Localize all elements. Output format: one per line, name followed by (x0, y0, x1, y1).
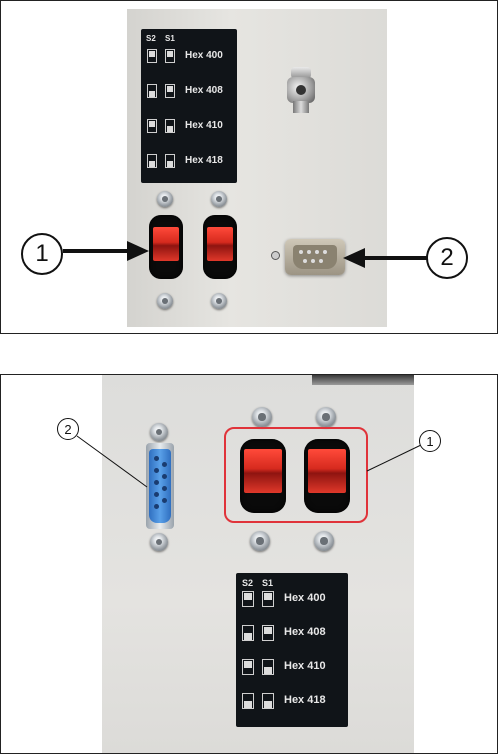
top-figure-frame: S2 S1 Hex 400 Hex 408 Hex 410 Hex 418 (0, 0, 498, 334)
leader-2 (77, 436, 147, 487)
arrow-1-head (127, 241, 149, 261)
leader-1 (367, 445, 421, 471)
callout-2: 2 (426, 237, 468, 279)
callout-1: 1 (419, 430, 441, 452)
arrow-2-head (343, 248, 365, 268)
bottom-figure-frame: S2 S1 Hex 400 Hex 408 Hex 410 Hex 418 2 … (0, 374, 498, 754)
callout-2: 2 (57, 418, 79, 440)
callout-arrows (1, 1, 499, 335)
callout-1: 1 (21, 233, 63, 275)
